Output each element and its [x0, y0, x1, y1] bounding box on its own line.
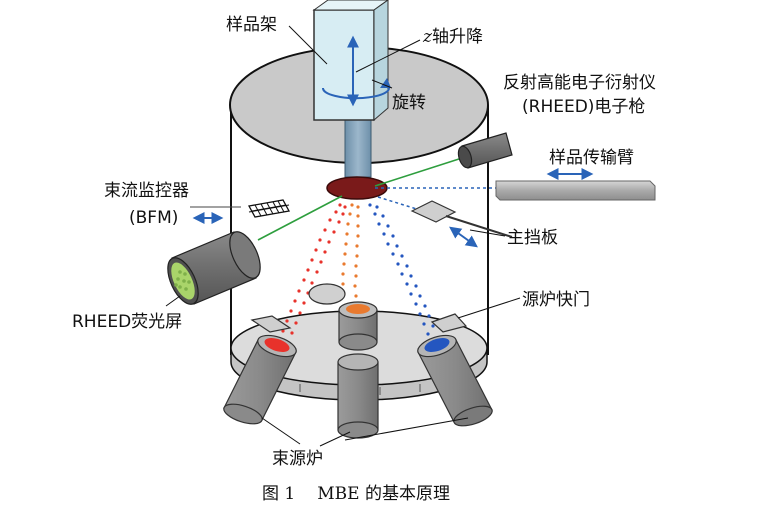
effusion-cell-blue	[417, 334, 493, 427]
label-bfm-line2: (BFM)	[129, 208, 178, 228]
label-sample-holder: 样品架	[226, 15, 277, 35]
label-z-axis-var: z	[422, 27, 433, 47]
beam-orange	[341, 203, 360, 298]
effusion-cell-orange	[338, 301, 378, 351]
label-rheed-gun-line2: (RHEED)电子枪	[522, 97, 645, 117]
label-z-axis: z轴升降	[422, 27, 483, 47]
pointer-lines	[165, 25, 521, 447]
rheed-screen	[167, 231, 261, 305]
cell-shutter-left	[250, 315, 292, 333]
figure-caption: 图 1 MBE 的基本原理	[262, 484, 450, 504]
label-transfer-arm: 样品传输臂	[549, 148, 634, 168]
label-rheed-gun-line1: 反射高能电子衍射仪	[503, 73, 656, 93]
rheed-reflected-beam	[257, 195, 343, 241]
beam-red	[281, 203, 347, 335]
sample-holder	[312, 0, 389, 200]
label-source-shutter: 源炉快门	[522, 290, 590, 310]
holder-shaft	[344, 114, 372, 178]
label-rheed-screen: RHEED荧光屏	[72, 312, 182, 332]
label-rotation: 旋转	[392, 93, 426, 113]
effusion-cell-front	[337, 353, 379, 439]
rheed-gun	[457, 132, 513, 169]
caption-text: MBE 的基本原理	[317, 484, 450, 504]
cell-shutter-back	[308, 283, 346, 305]
caption-number: 图 1	[262, 484, 295, 504]
label-z-axis-text: 轴升降	[432, 27, 483, 47]
transfer-arm	[375, 168, 656, 201]
holder-box	[313, 9, 375, 121]
label-main-shutter: 主挡板	[507, 228, 558, 248]
beam-flux-monitor	[190, 199, 291, 224]
beam-blue	[368, 203, 435, 336]
main-shutter	[377, 196, 513, 248]
label-effusion-cells: 束源炉	[272, 449, 323, 469]
rotation-arrow	[321, 78, 391, 100]
main-shutter-arrow	[449, 226, 478, 248]
cell-shutter-right	[430, 313, 468, 333]
effusion-cell-red	[223, 334, 297, 425]
rheed-beam	[374, 157, 463, 187]
label-bfm-line1: 束流监控器	[104, 181, 189, 201]
